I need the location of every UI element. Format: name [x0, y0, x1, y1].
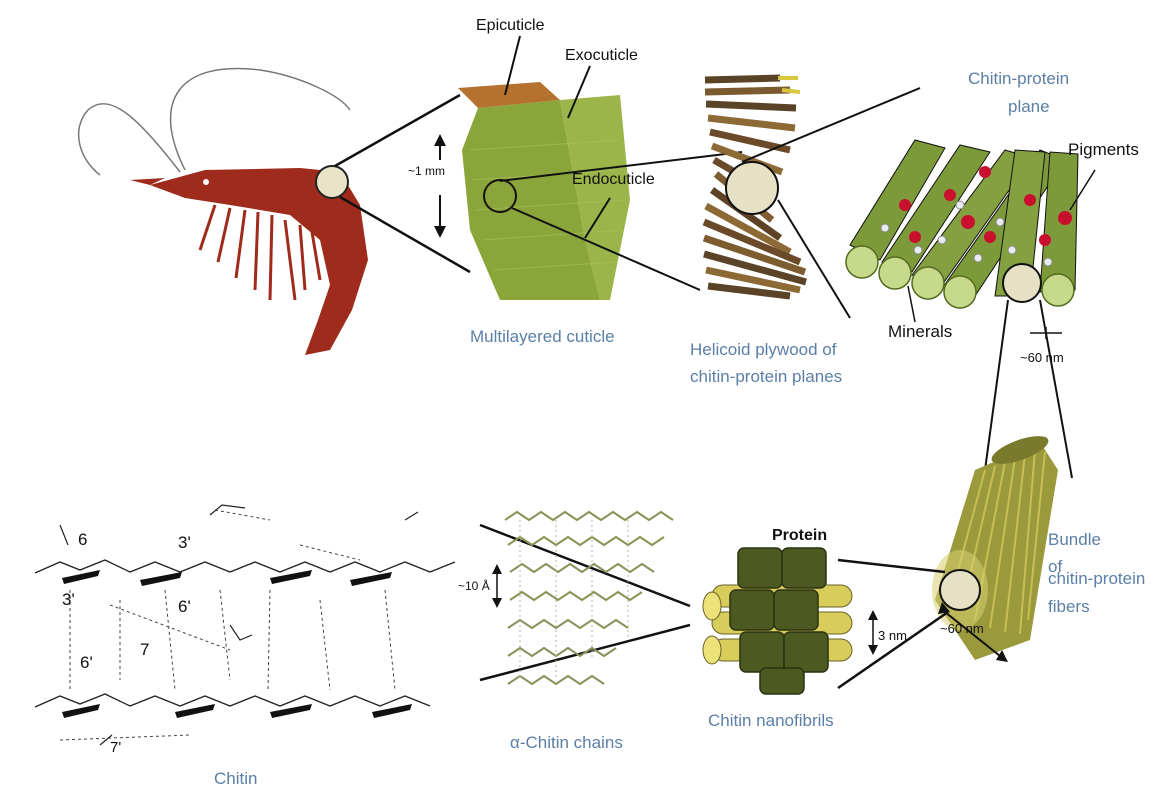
atom-label-3p: 3' — [178, 533, 191, 552]
label-plane-1: Chitin-protein — [968, 69, 1069, 88]
fiber-end — [879, 257, 911, 289]
chain-spacing-arrow — [492, 564, 502, 608]
mineral-dot — [938, 236, 946, 244]
pigment-dot — [1058, 211, 1072, 225]
label-minerals: Minerals — [888, 322, 952, 341]
pigment-dot — [984, 231, 996, 243]
chitin-nanofibrils — [703, 548, 878, 694]
label-helicoid-2: chitin-protein planes — [690, 367, 842, 386]
label-endocuticle: Endocuticle — [572, 171, 655, 188]
fiber-zoom-circle — [1003, 264, 1041, 302]
label-alpha-chitin: α-Chitin chains — [510, 733, 623, 752]
atom-label-6p-b: 6' — [80, 653, 93, 672]
label-epicuticle: Epicuticle — [476, 17, 545, 34]
label-chain-spacing: ~10 Å — [458, 578, 490, 593]
label-exocuticle: Exocuticle — [565, 47, 638, 64]
pigment-dot — [899, 199, 911, 211]
bundle-zoom-circle — [940, 570, 980, 610]
chitin-molecular-structure — [35, 505, 455, 745]
shrimp-illustration — [79, 68, 368, 355]
shrimp-zoom-circle — [316, 166, 348, 198]
label-fiber-diameter: ~60 nm — [1020, 350, 1064, 365]
label-helicoid-1: Helicoid plywood of — [690, 340, 837, 359]
pigment-dot — [944, 189, 956, 201]
label-bundle-diameter: ~60 nm — [940, 621, 984, 636]
atom-label-6p-a: 6' — [178, 597, 191, 616]
label-thickness: ~1 mm — [408, 164, 445, 178]
label-chitin-nanofibrils: Chitin nanofibrils — [708, 711, 834, 730]
label-bundle-1: Bundle — [1048, 530, 1101, 549]
label-nanofibril-size: 3 nm — [878, 628, 907, 643]
fiber-end — [1042, 274, 1074, 306]
mineral-dot — [956, 201, 964, 209]
chitin-protein-plane — [846, 140, 1095, 339]
pigment-dot — [961, 215, 975, 229]
mineral-dot — [914, 246, 922, 254]
label-chitin: Chitin — [214, 769, 257, 788]
label-pigments: Pigments — [1068, 140, 1139, 159]
atom-label-7p: 7' — [110, 739, 121, 756]
label-multilayered-cuticle: Multilayered cuticle — [470, 327, 615, 346]
atom-label-7: 7 — [140, 640, 149, 659]
pigment-dot — [909, 231, 921, 243]
helicoid-zoom-circle — [726, 162, 778, 214]
mineral-dot — [1008, 246, 1016, 254]
mineral-dot — [881, 224, 889, 232]
pigment-dot — [979, 166, 991, 178]
label-plane-2: plane — [1008, 97, 1050, 116]
label-bundle-4: fibers — [1048, 597, 1090, 616]
pigment-dot — [1024, 194, 1036, 206]
mineral-dot — [996, 218, 1004, 226]
atom-label-3: 3' — [62, 590, 75, 609]
label-protein: Protein — [772, 527, 827, 544]
fiber-end — [846, 246, 878, 278]
fiber-end — [944, 276, 976, 308]
fiber-end — [912, 267, 944, 299]
alpha-chitin-chains — [505, 512, 673, 684]
mineral-dot — [1044, 258, 1052, 266]
atom-label-6: 6 — [78, 530, 87, 549]
mineral-dot — [974, 254, 982, 262]
pigment-dot — [1039, 234, 1051, 246]
label-bundle-3: chitin-protein — [1048, 569, 1145, 588]
